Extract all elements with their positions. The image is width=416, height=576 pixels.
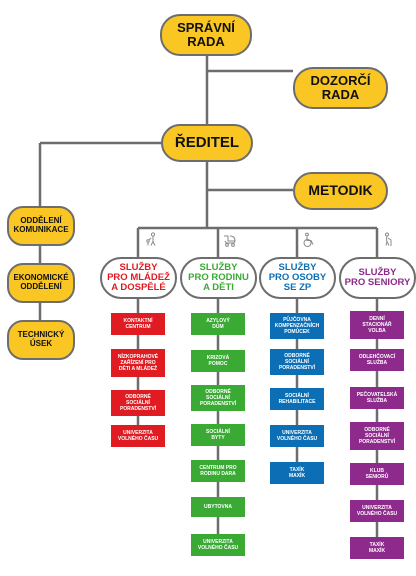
service-box: UNIVERZITA VOLNÉHO ČASU <box>350 500 404 522</box>
service-box: TAXÍK MAXÍK <box>270 462 324 484</box>
stroller-icon <box>224 235 236 247</box>
category-rodina-deti: SLUŽBY PRO RODINU A DĚTI <box>180 257 257 299</box>
service-box: ODBORNÉ SOCIÁLNÍ PORADENSTVÍ <box>350 422 404 450</box>
service-box: UBYTOVNA <box>191 497 245 517</box>
technicky-usek-box: TECHNICKÝ ÚSEK <box>7 320 75 360</box>
service-box: AZYLOVÝ DŮM <box>191 313 245 335</box>
ekonomicke-oddeleni-box: EKONOMICKÉ ODDĚLENÍ <box>7 263 75 303</box>
service-box: SOCIÁLNÍ BYTY <box>191 424 245 446</box>
reditel-box: ŘEDITEL <box>161 124 253 162</box>
service-box: UNIVERZITA VOLNÉHO ČASU <box>111 425 165 447</box>
service-box: PŮJČOVNA KOMPENZAČNÍCH POMŮCEK <box>270 313 324 339</box>
oddeleni-komunikace-box: ODDĚLENÍ KOMUNIKACE <box>7 206 75 246</box>
service-box: UNIVERZITA VOLNÉHO ČASU <box>270 425 324 447</box>
service-box: ODBORNÉ SOCIÁLNÍ PORADENSTVÍ <box>111 390 165 416</box>
service-box: SOCIÁLNÍ REHABILITACE <box>270 388 324 410</box>
service-box: KLUB SENIORŮ <box>350 463 404 485</box>
wheelchair-icon <box>303 232 314 247</box>
service-box: KRIZOVÁ POMOC <box>191 350 245 372</box>
dozorci-rada-box: DOZORČÍ RADA <box>293 67 388 109</box>
category-mladez-dospeli: SLUŽBY PRO MLÁDEŽ A DOSPĚLÉ <box>100 257 177 299</box>
service-box: DENNÍ STACIONÁŘ VOLBA <box>350 311 404 339</box>
service-box: NÍZKOPRAHOVÉ ZAŘÍZENÍ PRO DĚTI A MLÁDEŽ <box>111 349 165 377</box>
service-box: CENTRUM PRO RODINU DARA <box>191 460 245 482</box>
service-box: ODBORNÉ SOCIÁLNÍ PORADENSTVÍ <box>191 385 245 411</box>
service-box: TAXÍK MAXÍK <box>350 537 404 559</box>
elderly-person-icon <box>385 232 392 246</box>
service-box: PEČOVATELSKÁ SLUŽBA <box>350 387 404 409</box>
metodik-box: METODIK <box>293 172 388 210</box>
service-box: UNIVERZITA VOLNÉHO ČASU <box>191 534 245 556</box>
category-seniori: SLUŽBY PRO SENIORY <box>339 257 416 299</box>
adult-with-youth-icon <box>146 232 156 246</box>
service-box: KONTAKTNÍ CENTRUM <box>111 313 165 335</box>
spravni-rada-box: SPRÁVNÍ RADA <box>160 14 252 56</box>
category-osoby-zp: SLUŽBY PRO OSOBY SE ZP <box>259 257 336 299</box>
service-box: ODBORNÉ SOCIÁLNÍ PORADENSTVÍ <box>270 349 324 375</box>
service-box: ODLEHČOVACÍ SLUŽBA <box>350 349 404 371</box>
